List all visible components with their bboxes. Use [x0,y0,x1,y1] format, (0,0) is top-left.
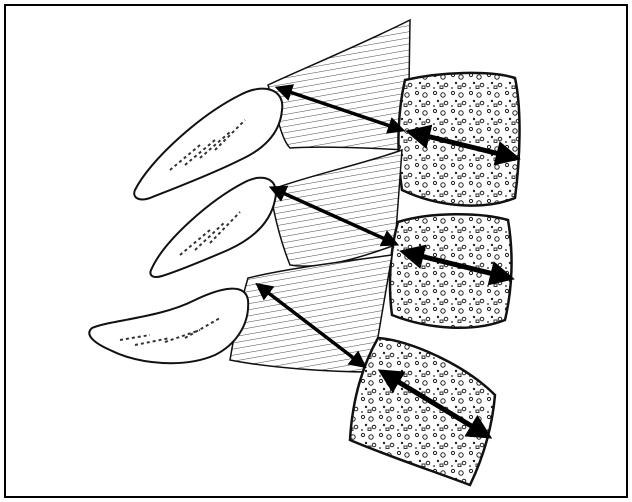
middle-vertebral-body [390,214,512,328]
upper-vertebral-body [398,73,519,206]
